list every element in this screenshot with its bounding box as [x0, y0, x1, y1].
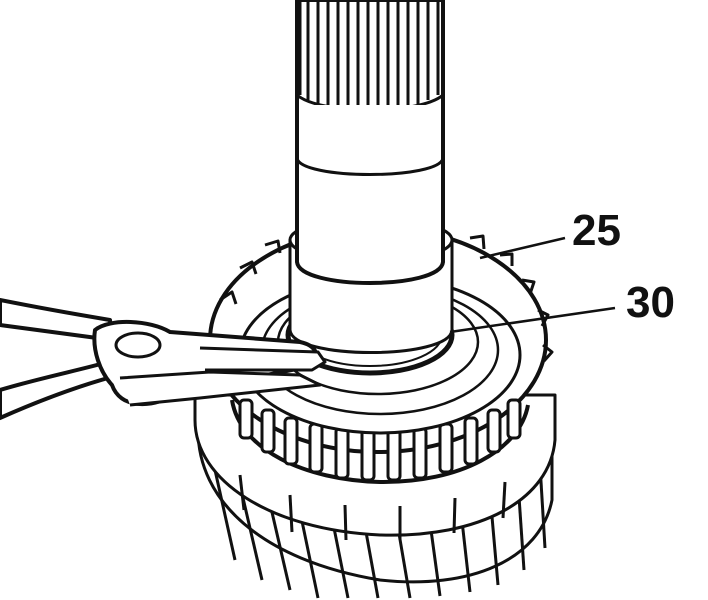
shaft-groove [295, 261, 445, 285]
shaft-splines [296, 0, 442, 105]
clutch-teeth [238, 398, 522, 482]
callout-label-25: 25 [572, 206, 621, 255]
leader-lines [449, 236, 616, 334]
pliers-jaw-tip [199, 346, 327, 372]
clutch-gear-teeth [230, 399, 530, 485]
pliers-pivot [114, 331, 162, 359]
leader-line-30 [449, 306, 616, 334]
leader-line-25 [479, 236, 566, 260]
shaft-step [295, 157, 445, 176]
circlip-pliers [0, 298, 327, 420]
callout-label-30: 30 [626, 278, 675, 327]
gear-assembly [193, 0, 557, 599]
band-segments [238, 474, 507, 541]
pliers-lower-jaw [119, 370, 322, 407]
